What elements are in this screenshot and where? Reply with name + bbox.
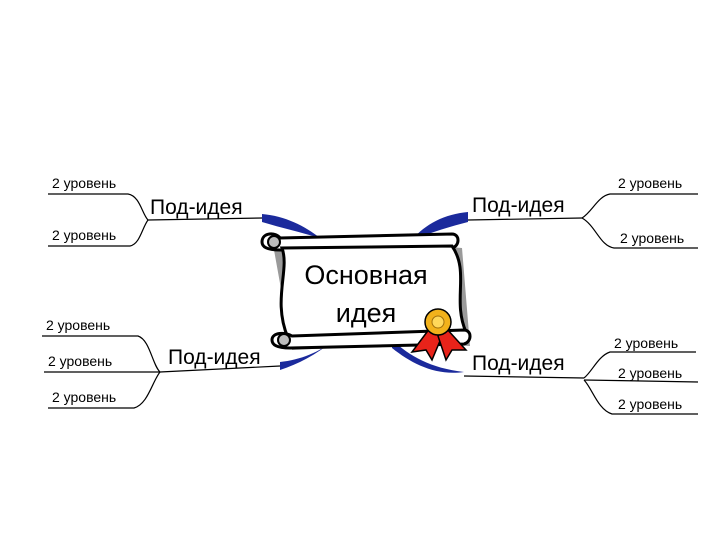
connector-top-right (412, 212, 468, 240)
level-2-label: 2 уровень (52, 389, 116, 405)
sub-branch-line (581, 193, 698, 219)
sub-branch-line (581, 217, 698, 249)
medal-ribbon-icon (410, 308, 468, 362)
level-2-label: 2 уровень (52, 227, 116, 243)
sub-branch-line (42, 335, 161, 373)
branch-line-bottom-left (159, 365, 281, 373)
level-2-label: 2 уровень (614, 335, 678, 351)
connector-bottom-left (280, 340, 334, 370)
level-2-label: 2 уровень (46, 317, 110, 333)
sub-branch-line (48, 193, 149, 221)
sub-idea-label-top-right: Под-идея (472, 194, 565, 217)
branch-line-top-right (467, 217, 583, 221)
branch-line-bottom-right (463, 375, 585, 379)
sub-branch-line (48, 371, 161, 409)
sub-idea-label-bottom-left: Под-идея (168, 346, 261, 369)
level-2-label: 2 уровень (618, 396, 682, 412)
level-2-label: 2 уровень (52, 175, 116, 191)
branch-line-top-left (147, 217, 263, 221)
sub-branch-line (583, 379, 698, 415)
sub-branch-line (48, 219, 149, 247)
level-2-label: 2 уровень (618, 365, 682, 381)
sub-branch-line (583, 379, 699, 383)
level-2-label: 2 уровень (620, 230, 684, 246)
central-idea-line-1: Основная (304, 260, 427, 290)
central-idea-line-2: идея (336, 298, 396, 328)
connector-top-left (262, 214, 320, 238)
central-idea-scroll (260, 232, 472, 350)
sub-idea-label-bottom-right: Под-идея (472, 352, 565, 375)
connector-bottom-right (392, 340, 464, 373)
level-2-label: 2 уровень (618, 175, 682, 191)
sub-idea-label-top-left: Под-идея (150, 196, 243, 219)
sub-branch-line (583, 351, 696, 379)
level-2-label: 2 уровень (48, 353, 112, 369)
